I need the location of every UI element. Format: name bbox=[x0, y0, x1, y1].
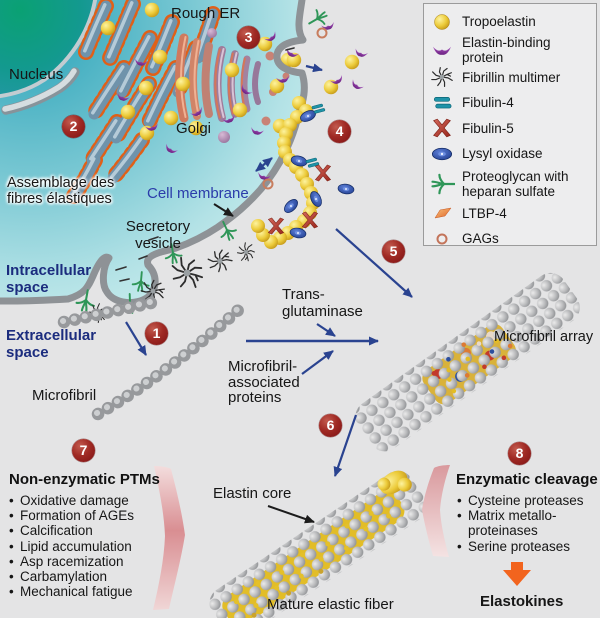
arrow-step6 bbox=[333, 414, 358, 477]
label-nucleus: Nucleus bbox=[9, 66, 64, 83]
legend-label: Lysyl oxidase bbox=[462, 146, 543, 162]
list-item: Mechanical fatigue bbox=[8, 584, 158, 599]
elastin-binding-protein-icon bbox=[433, 46, 451, 55]
label-microfibril-array: Microfibril array bbox=[494, 329, 594, 345]
microfibril-chains bbox=[57, 296, 251, 421]
step-badge-1: 1 bbox=[145, 322, 168, 345]
gag-ring bbox=[262, 178, 274, 190]
label-elastin-core: Elastin core bbox=[213, 485, 292, 502]
cleavage-panel-title: Enzymatic cleavage bbox=[456, 471, 598, 488]
label-cell-membrane: Cell membrane bbox=[147, 185, 249, 202]
array-protein-specks bbox=[431, 338, 513, 394]
step-badge-8: 8 bbox=[508, 442, 531, 465]
fibulin-5-icon bbox=[433, 119, 451, 138]
step-badge-3: 3 bbox=[237, 26, 260, 49]
legend-item-tropoelastin: Tropoelastin bbox=[431, 9, 592, 35]
cleavage-chevron bbox=[422, 465, 450, 557]
tropoelastin-icon bbox=[434, 14, 450, 30]
step-badge-7: 7 bbox=[72, 439, 95, 462]
gags-icon bbox=[436, 233, 448, 245]
arrow-step5 bbox=[335, 228, 413, 298]
list-item: Serine proteases bbox=[456, 539, 596, 554]
list-item: Oxidative damage bbox=[8, 493, 158, 508]
elastin-specks bbox=[234, 510, 392, 618]
ltbp-4-icon bbox=[434, 207, 452, 219]
legend-item-proteoglycan: Proteoglycan with heparan sulfate bbox=[431, 167, 592, 201]
list-item: Asp racemization bbox=[8, 554, 158, 569]
label-trans-glutaminase: Trans- glutaminase bbox=[282, 286, 363, 320]
legend-label: Elastin-binding protein bbox=[462, 34, 551, 65]
label-extracellular-space: Extracellular space bbox=[6, 327, 97, 361]
list-item: Carbamylation bbox=[8, 569, 158, 584]
list-item: Matrix metallo- proteinases bbox=[456, 508, 596, 538]
list-item: Calcification bbox=[8, 523, 158, 538]
cleavage-list: Cysteine proteases Matrix metallo- prote… bbox=[456, 493, 596, 554]
fibrillin-multimer-icon bbox=[431, 67, 453, 88]
legend-label: Proteoglycan with heparan sulfate bbox=[462, 168, 569, 199]
step-badge-6: 6 bbox=[319, 414, 342, 437]
cell-membrane-line bbox=[0, 0, 308, 307]
legend-label: Fibulin-4 bbox=[462, 95, 514, 111]
label-intracellular-space: Intracellular space bbox=[6, 262, 92, 296]
list-item: Cysteine proteases bbox=[456, 493, 596, 508]
label-rough-er: Rough ER bbox=[171, 5, 241, 22]
nucleus-shape bbox=[0, 0, 98, 99]
label-microfibril-associated-proteins: Microfibril- associated proteins bbox=[228, 358, 300, 406]
label-elastokines: Elastokines bbox=[480, 593, 564, 610]
ptm-panel-title: Non-enzymatic PTMs bbox=[9, 471, 160, 488]
fibulin-4-icon bbox=[433, 96, 452, 109]
legend-item-fibrillin-multimer: Fibrillin multimer bbox=[431, 65, 592, 91]
arrow-transglutaminase bbox=[316, 323, 336, 337]
label-secretory-vesicle: Secretory vesicle bbox=[125, 218, 191, 252]
legend-item-gags: GAGs bbox=[431, 226, 592, 252]
step-badge-4: 4 bbox=[328, 120, 351, 143]
label-golgi: Golgi bbox=[176, 120, 212, 137]
step-badge-2: 2 bbox=[62, 115, 85, 138]
legend-label: Fibulin-5 bbox=[462, 120, 514, 136]
legend-panel: Tropoelastin Elastin-binding protein Fib… bbox=[423, 3, 597, 246]
secreted-tropoelastin-chain bbox=[251, 21, 369, 249]
mature-elastic-fiber-graphic bbox=[209, 470, 427, 618]
gag-ring bbox=[316, 27, 328, 39]
arrow-secretion bbox=[305, 63, 323, 73]
arrow-step1 bbox=[125, 321, 147, 356]
list-item: Formation of AGEs bbox=[8, 508, 158, 523]
microfibril-array-graphic bbox=[355, 272, 580, 452]
legend-label: GAGs bbox=[462, 231, 499, 247]
label-mature-elastic-fiber: Mature elastic fiber bbox=[267, 596, 394, 613]
legend-label: Tropoelastin bbox=[462, 14, 536, 30]
label-assemblage: Assemblage des fibres élastiques bbox=[7, 175, 115, 207]
process-arrows bbox=[125, 63, 413, 477]
step-badge-5: 5 bbox=[382, 240, 405, 263]
legend-item-ltbp-4: LTBP-4 bbox=[431, 201, 592, 227]
proteoglycan-icon bbox=[431, 173, 455, 194]
ptm-chevron bbox=[153, 466, 185, 610]
legend-item-lysyl-oxidase: Lysyl oxidase bbox=[431, 141, 592, 167]
elastokines-arrow-icon bbox=[503, 562, 531, 586]
arrow-cell-membrane-pointer bbox=[213, 203, 234, 217]
lysyl-oxidase-icon bbox=[431, 147, 453, 161]
arrow-membrane-transport bbox=[255, 157, 273, 172]
label-microfibril: Microfibril bbox=[32, 387, 97, 404]
arrow-map bbox=[301, 350, 334, 375]
vesicle-cargo-ticks bbox=[115, 47, 295, 282]
legend-label: Fibrillin multimer bbox=[462, 69, 561, 85]
legend-label: LTBP-4 bbox=[462, 205, 507, 221]
ptm-list: Oxidative damage Formation of AGEs Calci… bbox=[8, 493, 158, 600]
legend-item-elastin-binding-protein: Elastin-binding protein bbox=[431, 35, 592, 65]
pointer-arrows bbox=[213, 203, 315, 524]
legend-item-fibulin-5: Fibulin-5 bbox=[431, 116, 592, 142]
arrow-elastin-core-pointer bbox=[267, 505, 315, 524]
legend-item-fibulin-4: Fibulin-4 bbox=[431, 90, 592, 116]
list-item: Lipid accumulation bbox=[8, 539, 158, 554]
